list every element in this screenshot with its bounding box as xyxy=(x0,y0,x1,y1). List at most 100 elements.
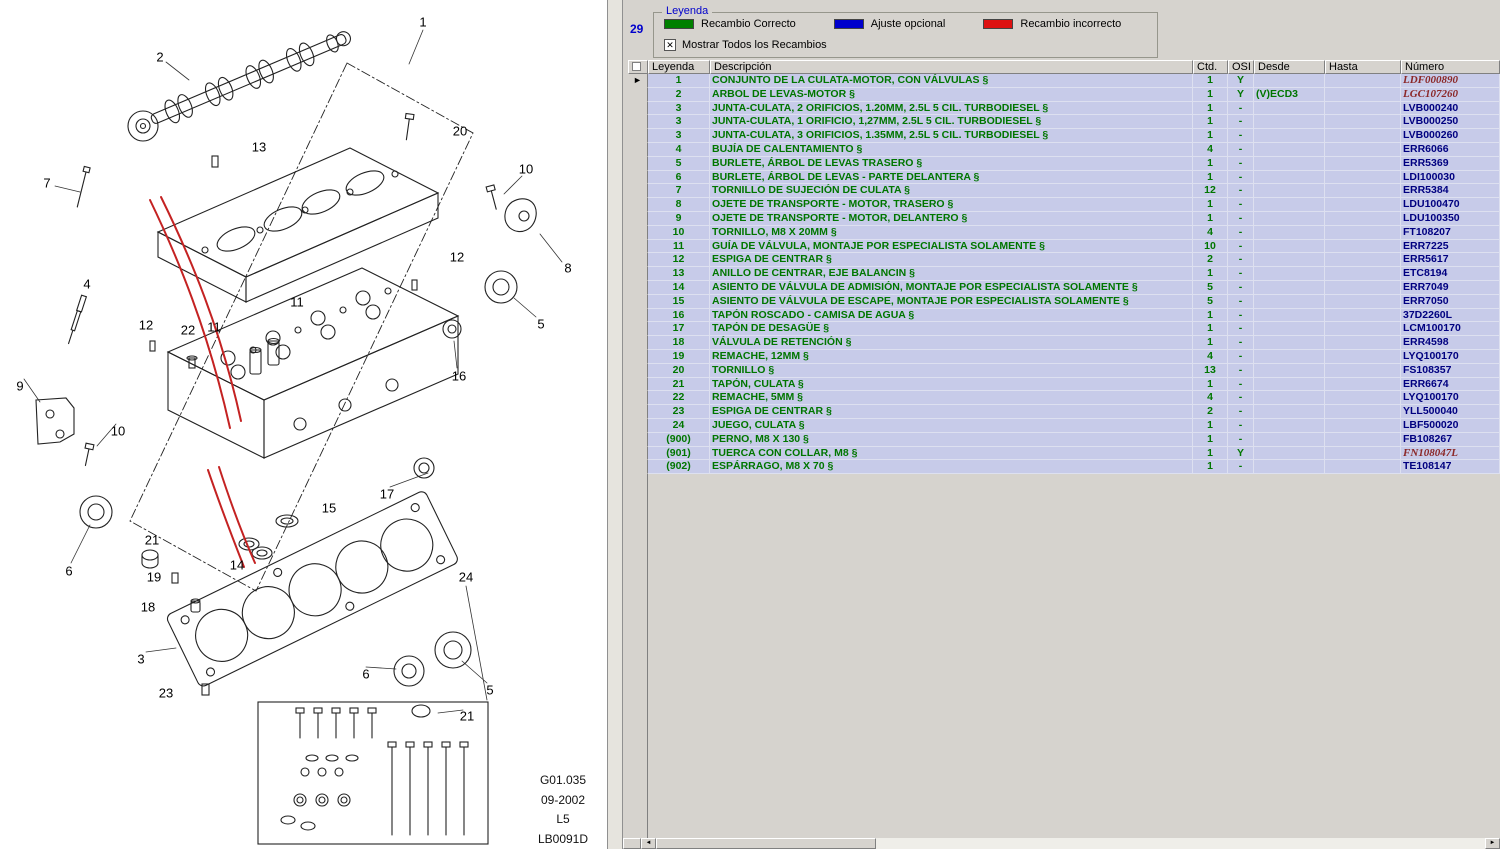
diagram-callout-15[interactable]: 15 xyxy=(322,501,336,516)
table-row[interactable]: 24 JUEGO, CULATA § 1 - LBF500020 xyxy=(628,419,1500,433)
legend-item-label: Recambio incorrecto xyxy=(1020,18,1121,30)
table-row[interactable]: 22 REMACHE, 5MM § 4 - LYQ100170 xyxy=(628,391,1500,405)
diagram-callout-6[interactable]: 6 xyxy=(65,564,72,579)
diagram-callout-18[interactable]: 18 xyxy=(141,600,155,615)
scroll-left-button[interactable]: ◄ xyxy=(641,838,656,849)
diagram-callout-5[interactable]: 5 xyxy=(537,317,544,332)
diagram-callout-13[interactable]: 13 xyxy=(252,140,266,155)
diagram-callout-1[interactable]: 1 xyxy=(419,15,426,30)
diagram-callout-22[interactable]: 22 xyxy=(181,323,195,338)
current-record-arrow-icon xyxy=(628,295,648,309)
table-row[interactable]: 12 ESPIGA DE CENTRAR § 2 - ERR5617 xyxy=(628,253,1500,267)
diagram-callout-7[interactable]: 7 xyxy=(43,176,50,191)
table-row[interactable]: 5 BURLETE, ÁRBOL DE LEVAS TRASERO § 1 - … xyxy=(628,157,1500,171)
diagram-callout-23[interactable]: 23 xyxy=(159,686,173,701)
legend-item: Recambio incorrecto xyxy=(983,18,1121,30)
table-row[interactable]: 3 JUNTA-CULATA, 1 ORIFICIO, 1,27MM, 2.5L… xyxy=(628,115,1500,129)
diagram-callout-24[interactable]: 24 xyxy=(459,570,473,585)
diagram-callout-9[interactable]: 9 xyxy=(16,379,23,394)
diagram-callout-19[interactable]: 19 xyxy=(147,570,161,585)
diagram-callout-2[interactable]: 2 xyxy=(156,50,163,65)
pane-splitter[interactable] xyxy=(607,0,623,849)
table-row[interactable]: ► 1 CONJUNTO DE LA CULATA-MOTOR, CON VÁL… xyxy=(628,74,1500,88)
table-row[interactable]: 11 GUÍA DE VÁLVULA, MONTAJE POR ESPECIAL… xyxy=(628,240,1500,254)
diagram-callout-20[interactable]: 20 xyxy=(453,124,467,139)
diagram-callout-14[interactable]: 14 xyxy=(230,558,244,573)
drawing-reference-block: G01.03509-2002L5LB0091D xyxy=(528,771,598,849)
scroll-right-button[interactable]: ► xyxy=(1485,838,1500,849)
cell-hasta xyxy=(1325,171,1401,185)
diagram-pane: 1271320101284115122211169101715211461924… xyxy=(0,0,607,849)
diagram-callout-10[interactable]: 10 xyxy=(111,424,125,439)
cell-ctd: 1 xyxy=(1193,336,1228,350)
diagram-callout-12[interactable]: 12 xyxy=(450,250,464,265)
table-row[interactable]: (900) PERNO, M8 X 130 § 1 - FB108267 xyxy=(628,433,1500,447)
diagram-callout-21[interactable]: 21 xyxy=(145,533,159,548)
cell-ctd: 4 xyxy=(1193,350,1228,364)
drawing-reference-line: 09-2002 xyxy=(528,791,598,811)
cell-descripcion: JUNTA-CULATA, 2 ORIFICIOS, 1.20MM, 2.5L … xyxy=(710,102,1193,116)
show-all-parts-checkbox[interactable]: ✕ xyxy=(664,39,676,51)
diagram-callout-17[interactable]: 17 xyxy=(380,487,394,502)
cell-osi: - xyxy=(1228,212,1254,226)
table-row[interactable]: (902) ESPÁRRAGO, M8 X 70 § 1 - TE108147 xyxy=(628,460,1500,474)
diagram-callout-8[interactable]: 8 xyxy=(564,261,571,276)
table-row[interactable]: 13 ANILLO DE CENTRAR, EJE BALANCIN § 1 -… xyxy=(628,267,1500,281)
cell-numero: LYQ100170 xyxy=(1401,350,1500,364)
cell-desde xyxy=(1254,309,1325,323)
cylinder-head xyxy=(168,268,458,458)
table-row[interactable]: 8 OJETE DE TRANSPORTE - MOTOR, TRASERO §… xyxy=(628,198,1500,212)
current-record-arrow-icon xyxy=(628,322,648,336)
diagram-callout-11[interactable]: 11 xyxy=(207,320,221,335)
table-row[interactable]: 4 BUJÍA DE CALENTAMIENTO § 4 - ERR6066 xyxy=(628,143,1500,157)
cell-desde xyxy=(1254,129,1325,143)
table-row[interactable]: 3 JUNTA-CULATA, 3 ORIFICIOS, 1.35MM, 2.5… xyxy=(628,129,1500,143)
table-row[interactable]: 16 TAPÓN ROSCADO - CAMISA DE AGUA § 1 - … xyxy=(628,309,1500,323)
cell-desde: (V)ECD3 xyxy=(1254,88,1325,102)
table-row[interactable]: 19 REMACHE, 12MM § 4 - LYQ100170 xyxy=(628,350,1500,364)
diagram-callout-5[interactable]: 5 xyxy=(486,683,493,698)
header-osi: OSI xyxy=(1228,60,1254,74)
table-row[interactable]: 6 BURLETE, ÁRBOL DE LEVAS - PARTE DELANT… xyxy=(628,171,1500,185)
table-row[interactable]: 23 ESPIGA DE CENTRAR § 2 - YLL500040 xyxy=(628,405,1500,419)
cell-descripcion: CONJUNTO DE LA CULATA-MOTOR, CON VÁLVULA… xyxy=(710,74,1193,88)
diagram-callout-6[interactable]: 6 xyxy=(362,667,369,682)
cell-osi: - xyxy=(1228,378,1254,392)
header-hasta: Hasta xyxy=(1325,60,1401,74)
diagram-callout-21[interactable]: 21 xyxy=(460,709,474,724)
cell-hasta xyxy=(1325,267,1401,281)
diagram-callout-16[interactable]: 16 xyxy=(452,369,466,384)
cell-numero: LCM100170 xyxy=(1401,322,1500,336)
table-row[interactable]: 14 ASIENTO DE VÁLVULA DE ADMISIÓN, MONTA… xyxy=(628,281,1500,295)
current-record-arrow-icon xyxy=(628,447,648,461)
cell-osi: - xyxy=(1228,129,1254,143)
current-record-arrow-icon xyxy=(628,350,648,364)
cell-desde xyxy=(1254,336,1325,350)
cell-desde xyxy=(1254,115,1325,129)
table-row[interactable]: 2 ARBOL DE LEVAS-MOTOR § 1 Y (V)ECD3 LGC… xyxy=(628,88,1500,102)
scrollbar-thumb[interactable] xyxy=(656,838,876,849)
small-parts xyxy=(36,113,536,717)
cell-leyenda: 1 xyxy=(648,74,710,88)
table-row[interactable]: 18 VÁLVULA DE RETENCIÓN § 1 - ERR4598 xyxy=(628,336,1500,350)
diagram-callout-4[interactable]: 4 xyxy=(83,277,90,292)
table-row[interactable]: 17 TAPÓN DE DESAGÜE § 1 - LCM100170 xyxy=(628,322,1500,336)
diagram-callout-3[interactable]: 3 xyxy=(137,652,144,667)
diagram-callout-10[interactable]: 10 xyxy=(519,162,533,177)
table-row[interactable]: 9 OJETE DE TRANSPORTE - MOTOR, DELANTERO… xyxy=(628,212,1500,226)
table-row[interactable]: 15 ASIENTO DE VÁLVULA DE ESCAPE, MONTAJE… xyxy=(628,295,1500,309)
current-record-arrow-icon xyxy=(628,267,648,281)
cell-osi: - xyxy=(1228,226,1254,240)
horizontal-scrollbar[interactable]: ◄ ► xyxy=(623,838,1500,849)
table-row[interactable]: 21 TAPÓN, CULATA § 1 - ERR6674 xyxy=(628,378,1500,392)
table-row[interactable]: 10 TORNILLO, M8 X 20MM § 4 - FT108207 xyxy=(628,226,1500,240)
diagram-callout-12[interactable]: 12 xyxy=(139,318,153,333)
diagram-callout-11[interactable]: 11 xyxy=(290,295,304,310)
table-row[interactable]: (901) TUERCA CON COLLAR, M8 § 1 Y FN1080… xyxy=(628,447,1500,461)
table-row[interactable]: 20 TORNILLO § 13 - FS108357 xyxy=(628,364,1500,378)
table-row[interactable]: 3 JUNTA-CULATA, 2 ORIFICIOS, 1.20MM, 2.5… xyxy=(628,102,1500,116)
cell-numero: 37D2260L xyxy=(1401,309,1500,323)
table-row[interactable]: 7 TORNILLO DE SUJECIÓN DE CULATA § 12 - … xyxy=(628,184,1500,198)
cell-leyenda: 3 xyxy=(648,102,710,116)
scrollbar-track[interactable] xyxy=(656,838,1485,849)
